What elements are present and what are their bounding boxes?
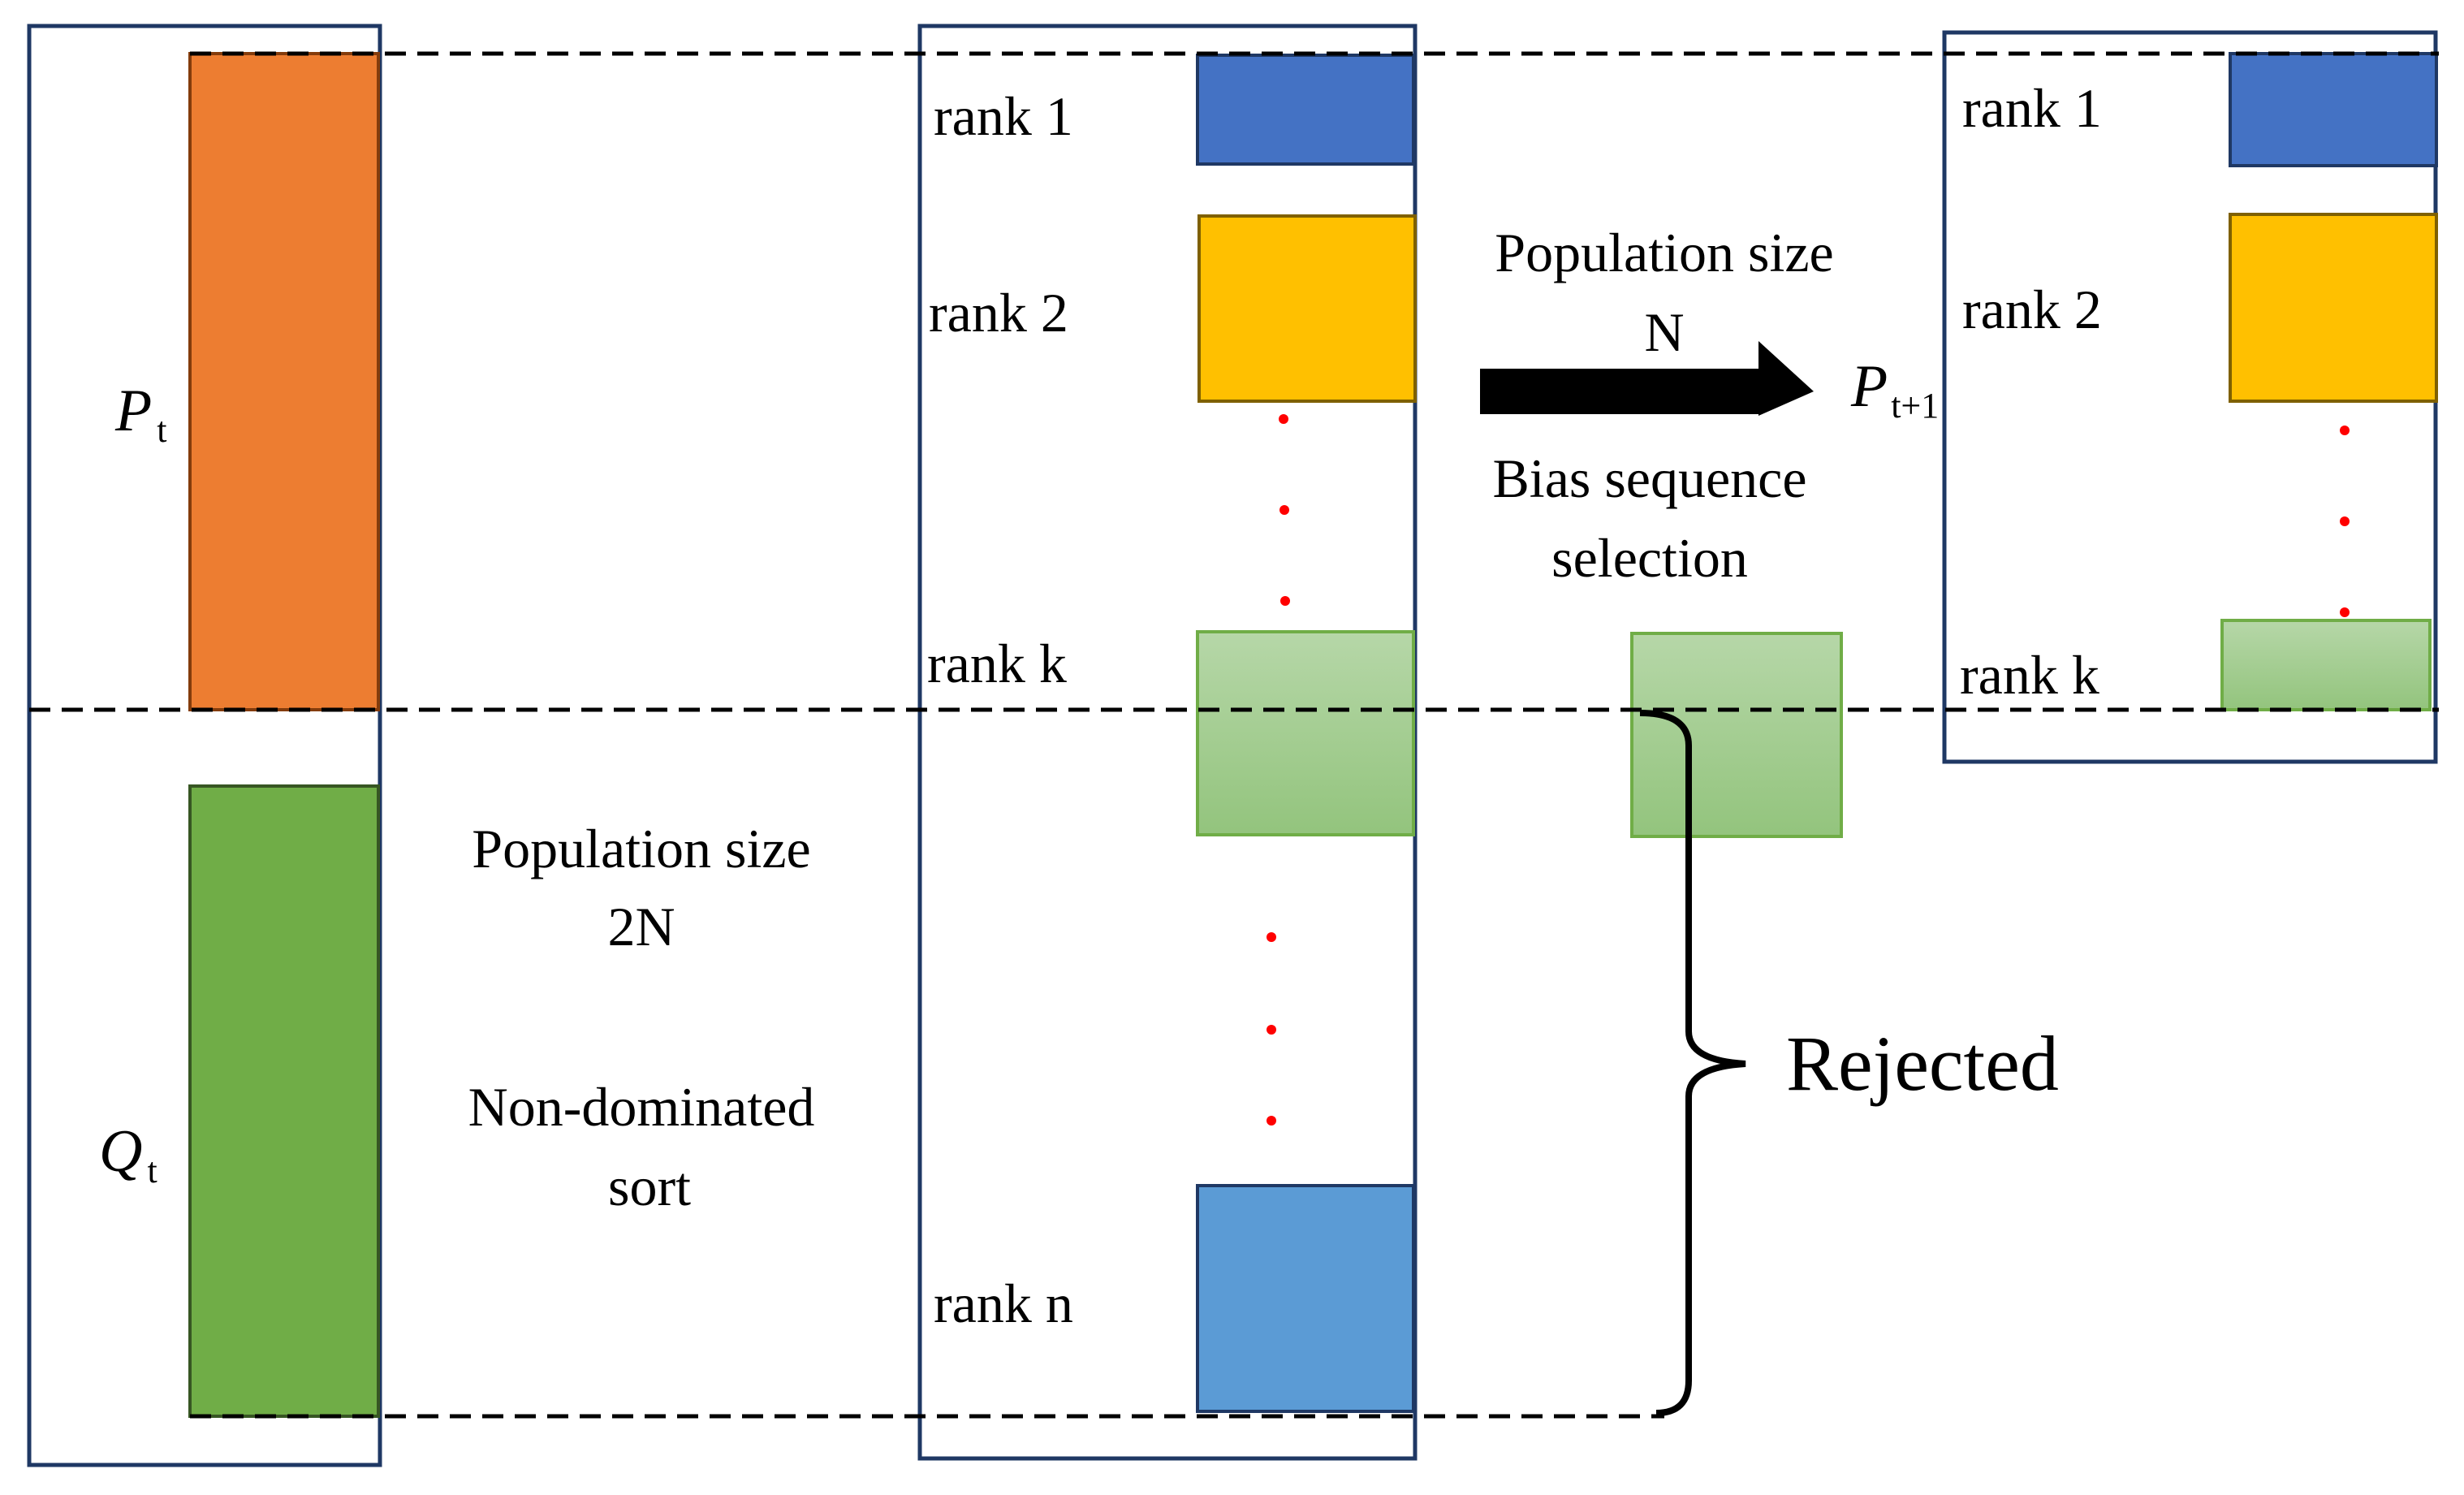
next-rank-k-block [2220, 619, 2432, 711]
right-ellipsis [2340, 426, 2350, 617]
next-rank-2-label: rank 2 [1962, 279, 2102, 340]
next-pop-size-label: Population size [1495, 222, 1833, 283]
q-symbol: Q [99, 1118, 142, 1185]
middle-upper-ellipsis [1279, 414, 1290, 606]
next-population-symbol: Pt+1 [1850, 353, 1939, 426]
ellipsis-dot [1279, 414, 1288, 424]
rank-n-label: rank n [934, 1272, 1073, 1334]
split-rank-k-block [1630, 632, 1843, 838]
next-rank-1-label: rank 1 [1962, 77, 2102, 139]
offspring-population-bar [190, 786, 378, 1416]
rank-1-block [1197, 55, 1413, 164]
selection-method-line2: selection [1551, 527, 1748, 589]
offspring-population-bar-border [188, 784, 380, 1418]
combined-pop-size-value: 2N [607, 896, 675, 957]
rank-2-block-border [1197, 214, 1417, 403]
ellipsis-dot [2340, 607, 2350, 617]
rejected-brace [1639, 710, 1746, 1416]
selection-method-line1: Bias sequence [1492, 447, 1806, 509]
next-rank-2-block [2230, 214, 2436, 401]
left-frame [27, 24, 382, 1467]
next-rank-2-block-border [2229, 213, 2438, 403]
ellipsis-dot [1279, 505, 1289, 515]
ellipsis-dot [2340, 426, 2350, 435]
rank-n-block-border [1196, 1184, 1415, 1413]
rank-2-block [1199, 216, 1415, 401]
p-next-symbol: P [1850, 353, 1888, 420]
rank-1-label: rank 1 [934, 85, 1073, 147]
rejected-label: Rejected [1786, 1020, 2059, 1107]
p-subscript: t [157, 410, 166, 450]
parent-population-bar [190, 54, 378, 710]
sort-label-line2: sort [608, 1156, 691, 1217]
rank-k-label: rank k [927, 633, 1067, 694]
rank-k-block [1196, 630, 1415, 836]
combined-pop-size-label: Population size [472, 818, 810, 879]
sort-label-line1: Non-dominated [468, 1076, 815, 1138]
next-pop-size-value: N [1644, 301, 1684, 363]
ellipsis-dot [2340, 516, 2350, 526]
p-next-subscript: t+1 [1891, 386, 1939, 426]
rank-n-block [1197, 1186, 1413, 1411]
right-arrow-icon [1480, 341, 1814, 416]
ellipsis-dot [1267, 1025, 1276, 1035]
p-symbol: P [114, 378, 152, 444]
parent-population-bar-border [188, 52, 380, 711]
middle-lower-ellipsis [1267, 932, 1276, 1126]
ellipsis-dot [1267, 932, 1276, 942]
rank-2-label: rank 2 [929, 282, 1068, 344]
ellipsis-dot [1280, 596, 1290, 606]
q-subscript: t [147, 1151, 157, 1190]
ellipsis-dot [1267, 1116, 1276, 1126]
next-rank-1-block [2230, 54, 2436, 166]
next-rank-k-label: rank k [1960, 644, 2099, 706]
